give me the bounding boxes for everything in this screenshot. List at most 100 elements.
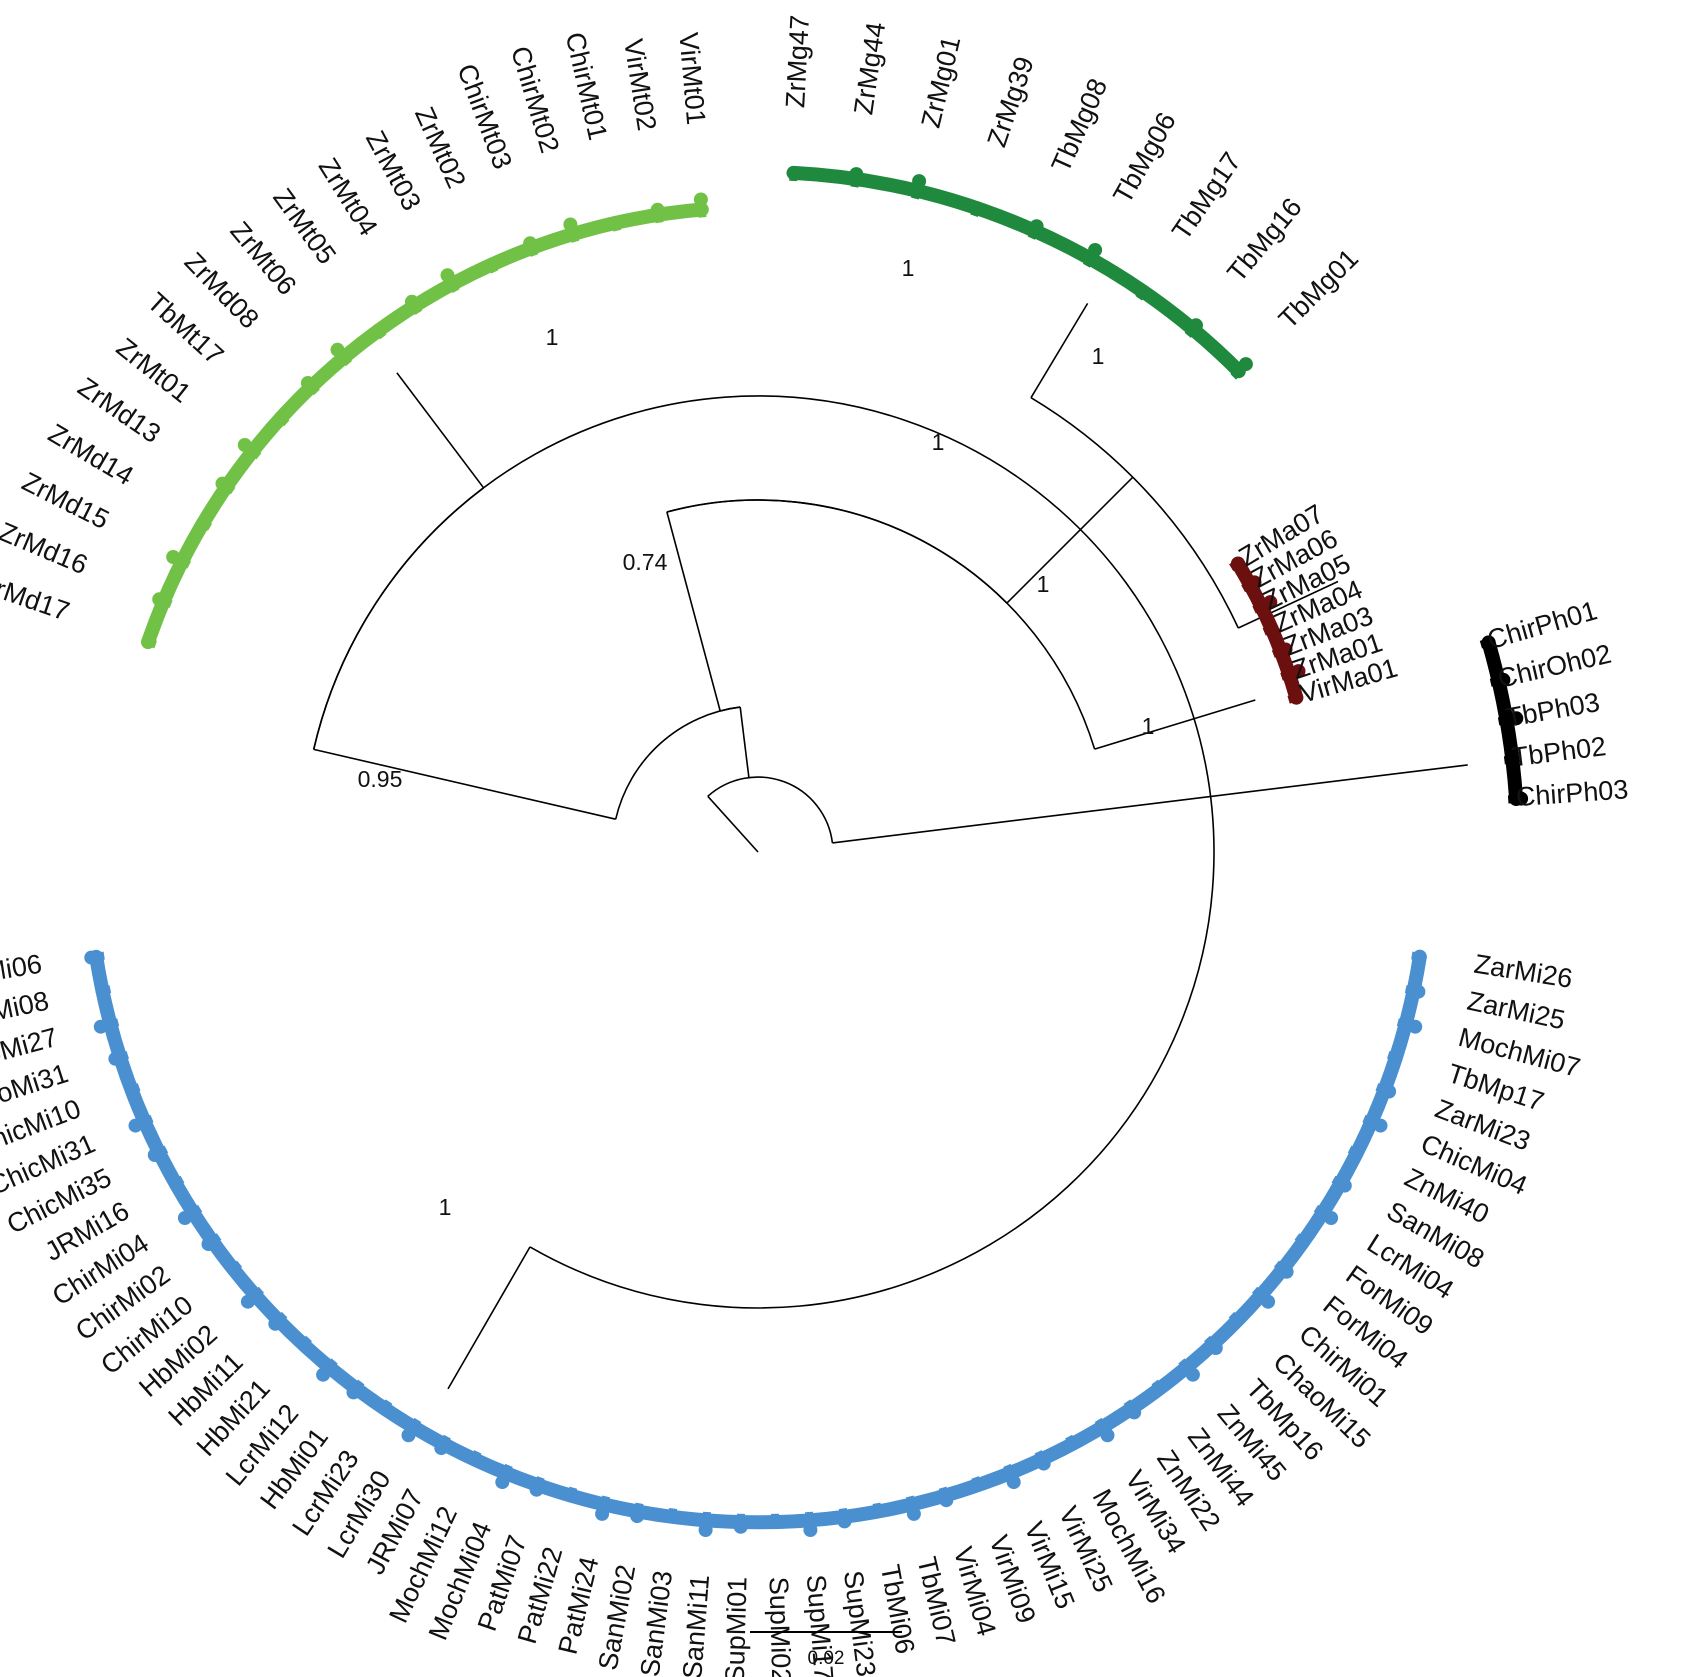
tip-node <box>665 1509 680 1524</box>
tip-node <box>93 1019 108 1034</box>
tip-node <box>1514 791 1529 806</box>
support-value: 1 <box>932 429 945 455</box>
tip-node <box>196 516 211 531</box>
support-value: 1 <box>1142 713 1155 739</box>
tip-node <box>201 1237 216 1252</box>
tip-node <box>1509 711 1524 726</box>
tip-label: ZrMg44 <box>848 20 891 116</box>
clade-arc <box>89 949 1427 1530</box>
tip-node <box>1337 1178 1352 1193</box>
clade-arc <box>141 202 709 649</box>
tip-label: TbMg06 <box>1107 107 1182 208</box>
tip-node <box>177 1211 192 1225</box>
tip-node <box>166 550 181 564</box>
tip-node <box>693 192 708 207</box>
support-value: 0.95 <box>358 766 403 792</box>
light-green-stem <box>396 372 485 489</box>
root-stem <box>707 795 759 853</box>
support-value: 1 <box>1037 571 1050 597</box>
tip-label: SanMi03 <box>635 1569 678 1677</box>
tip-node <box>1261 1294 1276 1309</box>
support-value: 1 <box>1092 343 1105 369</box>
tip-node <box>1006 1475 1021 1490</box>
clade-black <box>1479 635 1529 806</box>
tip-node <box>563 217 578 232</box>
tip-node <box>141 635 156 649</box>
tip-node <box>467 1452 482 1466</box>
tip-node <box>495 1475 510 1490</box>
tip-node <box>1088 243 1103 257</box>
blue-stem <box>447 1246 531 1390</box>
scale-bar-label: 0.02 <box>808 1648 845 1669</box>
tip-node <box>1496 672 1511 687</box>
tip-node <box>240 1294 255 1309</box>
tip-node <box>316 1367 331 1382</box>
tip-label: TbMg17 <box>1166 147 1247 246</box>
tip-node <box>768 1514 783 1529</box>
tip-node <box>564 1488 579 1503</box>
tip-node <box>401 1428 416 1443</box>
tip-node <box>698 1523 713 1537</box>
tip-label: ZarMi26 <box>1472 949 1575 994</box>
node-074-stem <box>666 511 721 712</box>
tip-label: TbMi06 <box>875 1562 921 1656</box>
node-095-arc-lower <box>312 395 1215 1309</box>
tip-node <box>1065 1436 1080 1451</box>
tip-node <box>95 983 110 998</box>
tip-node <box>1373 1118 1388 1133</box>
tip-node <box>608 215 623 230</box>
tip-node <box>1279 1264 1294 1279</box>
tip-label: ChirMt01 <box>560 29 614 142</box>
tip-node <box>1036 1456 1051 1471</box>
support-value: 1 <box>546 324 559 350</box>
tip-node <box>1388 1050 1403 1065</box>
tip-node <box>404 294 419 309</box>
tip-node <box>215 476 230 491</box>
tip-label: ZrMg47 <box>780 14 815 108</box>
clade-blue <box>84 949 1427 1537</box>
internal-branches <box>312 302 1468 1390</box>
tip-node <box>124 1082 139 1097</box>
tip-node <box>939 1493 954 1508</box>
tip-label: ZrMd17 <box>0 568 73 627</box>
tip-node <box>1382 1084 1397 1099</box>
tip-node <box>1238 357 1253 372</box>
tip-node <box>1100 1428 1115 1443</box>
mg1-stem <box>1030 302 1089 399</box>
tip-node <box>912 174 927 189</box>
tip-node <box>1152 1381 1167 1396</box>
tip-label: SanMi11 <box>677 1574 715 1677</box>
tip-label: ZrMt02 <box>409 102 472 192</box>
tip-node <box>296 1337 311 1352</box>
tip-node <box>969 201 984 216</box>
green-group-stem <box>1006 476 1134 604</box>
node-074-arc2 <box>666 499 1008 604</box>
support-value: 0.74 <box>623 549 668 575</box>
tip-node <box>1029 219 1044 234</box>
tip-label: ChirMt02 <box>505 43 565 157</box>
tip-node <box>870 1504 885 1519</box>
tip-node <box>1185 1367 1200 1382</box>
tip-node <box>1136 284 1151 299</box>
tip-node <box>1324 1211 1339 1225</box>
tip-label: VirMt02 <box>618 37 662 133</box>
tip-node <box>168 1176 183 1191</box>
tip-node <box>733 1519 748 1534</box>
tip-node <box>1289 690 1304 705</box>
root-arc <box>707 776 834 843</box>
tip-node <box>1481 635 1496 650</box>
tip-node <box>346 1385 361 1400</box>
tip-node <box>1208 1341 1223 1355</box>
tip-node <box>906 1506 921 1521</box>
tip-node <box>1264 621 1279 636</box>
tip-node <box>273 411 288 425</box>
tip-node <box>595 1506 610 1521</box>
tip-node <box>1505 752 1520 767</box>
tip-node <box>650 202 665 217</box>
scale-bar: 0.02 <box>750 1631 902 1669</box>
clade-darkgreen <box>786 165 1253 380</box>
tip-node <box>226 1261 241 1276</box>
tip-node <box>1230 1313 1245 1328</box>
tip-node <box>803 1523 818 1537</box>
